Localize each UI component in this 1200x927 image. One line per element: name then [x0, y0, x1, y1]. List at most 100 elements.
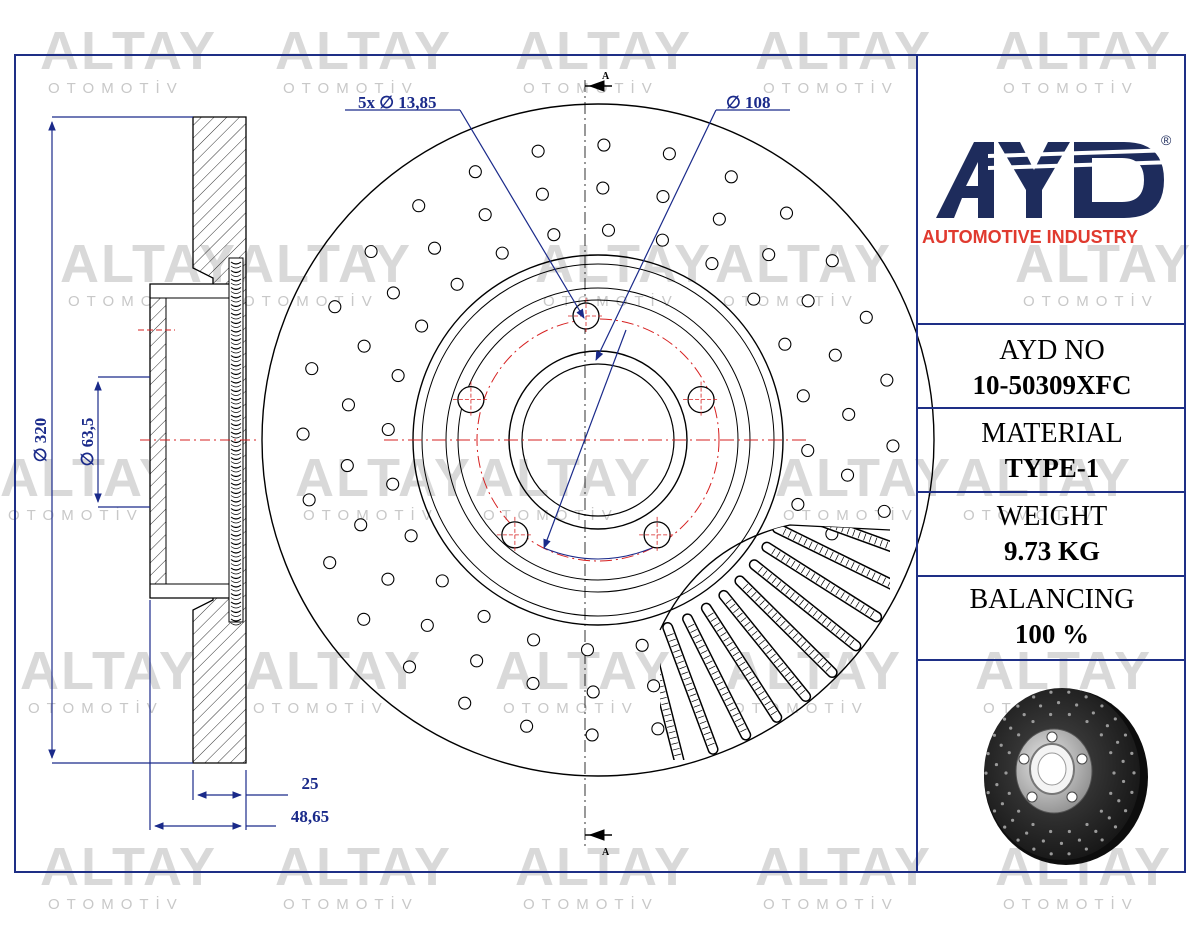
drill-hole	[880, 373, 894, 387]
drill-hole	[526, 676, 540, 691]
dimension-labels: 5x ∅ 13,85 ∅ 108 ∅ 320 ∅ 63,5 25 48,65 A…	[31, 71, 771, 858]
drill-hole	[364, 244, 378, 259]
watermark-sub: OTOMOTİV	[48, 896, 184, 913]
drill-hole	[328, 300, 342, 314]
drill-hole	[357, 339, 371, 353]
watermark-sub: OTOMOTİV	[283, 896, 419, 913]
spec-label: AYD NO	[999, 335, 1105, 366]
watermark-word: ALTAY	[755, 21, 933, 81]
drill-hole	[305, 362, 319, 376]
dim-center-bore: ∅ 63,5	[78, 418, 97, 467]
drill-hole	[531, 144, 545, 158]
watermark-word: ALTAY	[995, 21, 1173, 81]
watermark-sub: OTOMOTİV	[523, 80, 659, 97]
drill-hole	[354, 518, 368, 532]
drill-hole	[601, 223, 616, 237]
drill-hole	[477, 609, 491, 623]
spec-label: BALANCING	[969, 584, 1135, 615]
cross-drill-holes	[296, 138, 900, 742]
spec-material: MATERIAL TYPE-1	[918, 409, 1186, 493]
watermark-word: ALTAY	[295, 448, 473, 508]
drill-hole	[547, 228, 561, 242]
drill-hole	[495, 246, 509, 260]
drill-hole	[296, 427, 310, 441]
watermark-word: ALTAY	[0, 448, 178, 508]
drill-hole	[712, 212, 726, 226]
drill-hole	[458, 696, 472, 710]
drill-hole	[801, 294, 815, 308]
drill-hole	[415, 319, 429, 333]
spec-value: 100 %	[1014, 619, 1090, 649]
drill-hole	[647, 679, 661, 693]
drill-hole	[341, 398, 356, 412]
section-view	[138, 116, 260, 764]
watermark-sub: OTOMOTİV	[253, 700, 389, 717]
watermark-sub: OTOMOTİV	[523, 896, 659, 913]
watermark-word: ALTAY	[40, 21, 218, 81]
drill-hole	[859, 310, 873, 324]
pcd-circle	[476, 318, 720, 562]
spec-value: TYPE-1	[1004, 453, 1100, 483]
watermark-sub: OTOMOTİV	[283, 80, 419, 97]
drill-hole	[420, 618, 434, 632]
watermark-word: ALTAY	[1015, 234, 1193, 294]
drill-hole	[779, 206, 794, 220]
watermark-word: ALTAY	[515, 21, 693, 81]
drill-hole	[778, 337, 792, 351]
dim-thickness: 25	[302, 774, 319, 793]
watermark-sub: OTOMOTİV	[1003, 80, 1139, 97]
watermark-word: ALTAY	[40, 837, 218, 897]
watermark-word: ALTAY	[755, 837, 933, 897]
watermark-sub: OTOMOTİV	[303, 507, 439, 524]
drill-hole	[340, 459, 354, 473]
spec-value: 10-50309XFC	[972, 370, 1132, 400]
drill-hole	[828, 348, 842, 362]
drill-hole	[435, 574, 449, 588]
watermark-word: ALTAY	[775, 448, 953, 508]
spec-balancing: BALANCING 100 %	[918, 577, 1186, 661]
dim-outer-diameter: ∅ 320	[31, 418, 50, 463]
drill-hole	[842, 407, 856, 421]
drill-hole	[302, 493, 316, 507]
outer-rim	[261, 103, 935, 777]
dim-pcd: ∅ 108	[726, 93, 771, 112]
front-leaders	[345, 109, 790, 560]
drill-hole	[886, 439, 900, 453]
drill-hole	[747, 292, 761, 306]
front-view	[261, 80, 935, 850]
drill-hole	[655, 233, 669, 247]
drill-hole	[825, 254, 839, 268]
drill-hole	[762, 248, 776, 262]
drill-hole	[323, 556, 337, 570]
drill-hole	[427, 241, 442, 255]
watermark-sub: OTOMOTİV	[543, 293, 679, 310]
watermark-sub: OTOMOTİV	[763, 80, 899, 97]
vent-cutaway	[659, 524, 891, 760]
watermark-sub: OTOMOTİV	[1023, 293, 1159, 310]
section-label-top: A	[602, 71, 610, 82]
bolt-holes	[452, 298, 720, 553]
watermark-sub: OTOMOTİV	[8, 507, 144, 524]
drill-hole	[381, 572, 395, 586]
ayd-logo	[936, 142, 1174, 218]
watermark-word: ALTAY	[275, 21, 453, 81]
watermark-sub: OTOMOTİV	[1003, 896, 1139, 913]
drawing-frame	[14, 54, 1186, 873]
spec-label: WEIGHT	[996, 501, 1108, 532]
drill-hole	[596, 181, 610, 195]
logo-tagline: AUTOMOTIVE INDUSTRY	[922, 227, 1139, 247]
spec-value: 9.73 KG	[1003, 536, 1100, 566]
drill-hole	[662, 147, 676, 161]
drill-hole	[724, 170, 738, 184]
watermark-word: ALTAY	[515, 837, 693, 897]
drill-hole	[796, 389, 810, 403]
spec-ayd-no: AYD NO 10-50309XFC	[918, 325, 1186, 409]
dim-bolt-holes: 5x ∅ 13,85	[358, 93, 437, 112]
watermark-word: ALTAY	[275, 837, 453, 897]
watermark-word: ALTAY	[245, 641, 423, 701]
watermark-sub: OTOMOTİV	[28, 700, 164, 717]
product-thumbnail	[984, 688, 1148, 865]
drill-hole	[527, 633, 541, 647]
